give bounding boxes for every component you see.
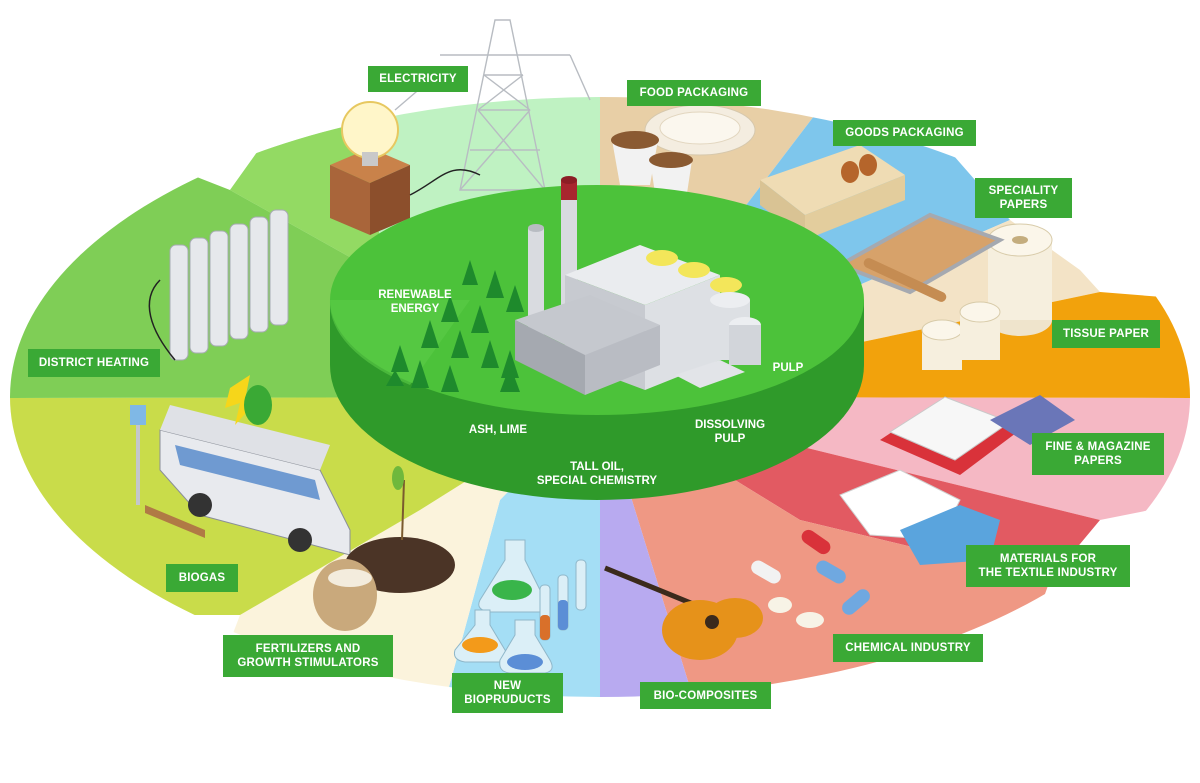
label-pulp: PULP [772,362,804,374]
label-renewable-energy: RENEWABLE ENERGY [378,289,452,315]
label-chemical-industry: CHEMICAL INDUSTRY [833,634,983,662]
soil-sack-icon [313,466,455,631]
tissue-rolls-icon [921,223,1053,370]
label-goods-packaging: GOODS PACKAGING [833,120,976,146]
speciality-paper-icon [835,212,1005,302]
pulp-mill-icon [515,176,761,395]
label-food-packaging: FOOD PACKAGING [627,80,761,106]
label-ash-lime: ASH, LIME [468,424,528,436]
label-tissue-paper: TISSUE PAPER [1052,320,1160,348]
label-fertilizers: FERTILIZERS AND GROWTH STIMULATORS [223,635,393,677]
label-speciality-papers: SPECIALITY PAPERS [975,178,1072,218]
label-new-bioproducts: NEW BIOPRUDUCTS [452,673,563,713]
bus-icon [130,375,351,556]
label-biogas: BIOGAS [166,564,238,592]
flasks-icon [454,539,587,674]
power-tower-icon [394,19,591,191]
label-district-heating: DISTRICT HEATING [28,349,160,377]
forest-icon [386,260,524,392]
label-textile-industry: MATERIALS FOR THE TEXTILE INDUSTRY [966,545,1130,587]
label-tall-oil: TALL OIL, SPECIAL CHEMISTRY [536,461,658,487]
lightbulb-icon [330,101,481,235]
label-fine-magazine-papers: FINE & MAGAZINE PAPERS [1032,433,1164,475]
guitar-icon [604,565,763,660]
label-dissolving-pulp: DISSOLVING PULP [694,419,766,445]
magazines-icon [880,395,1075,475]
pills-icon [751,529,870,628]
radiator-icon [148,209,289,361]
label-electricity: ELECTRICITY [368,66,468,92]
label-bio-composites: BIO-COMPOSITES [640,682,771,709]
segment-heating-top [230,97,600,397]
